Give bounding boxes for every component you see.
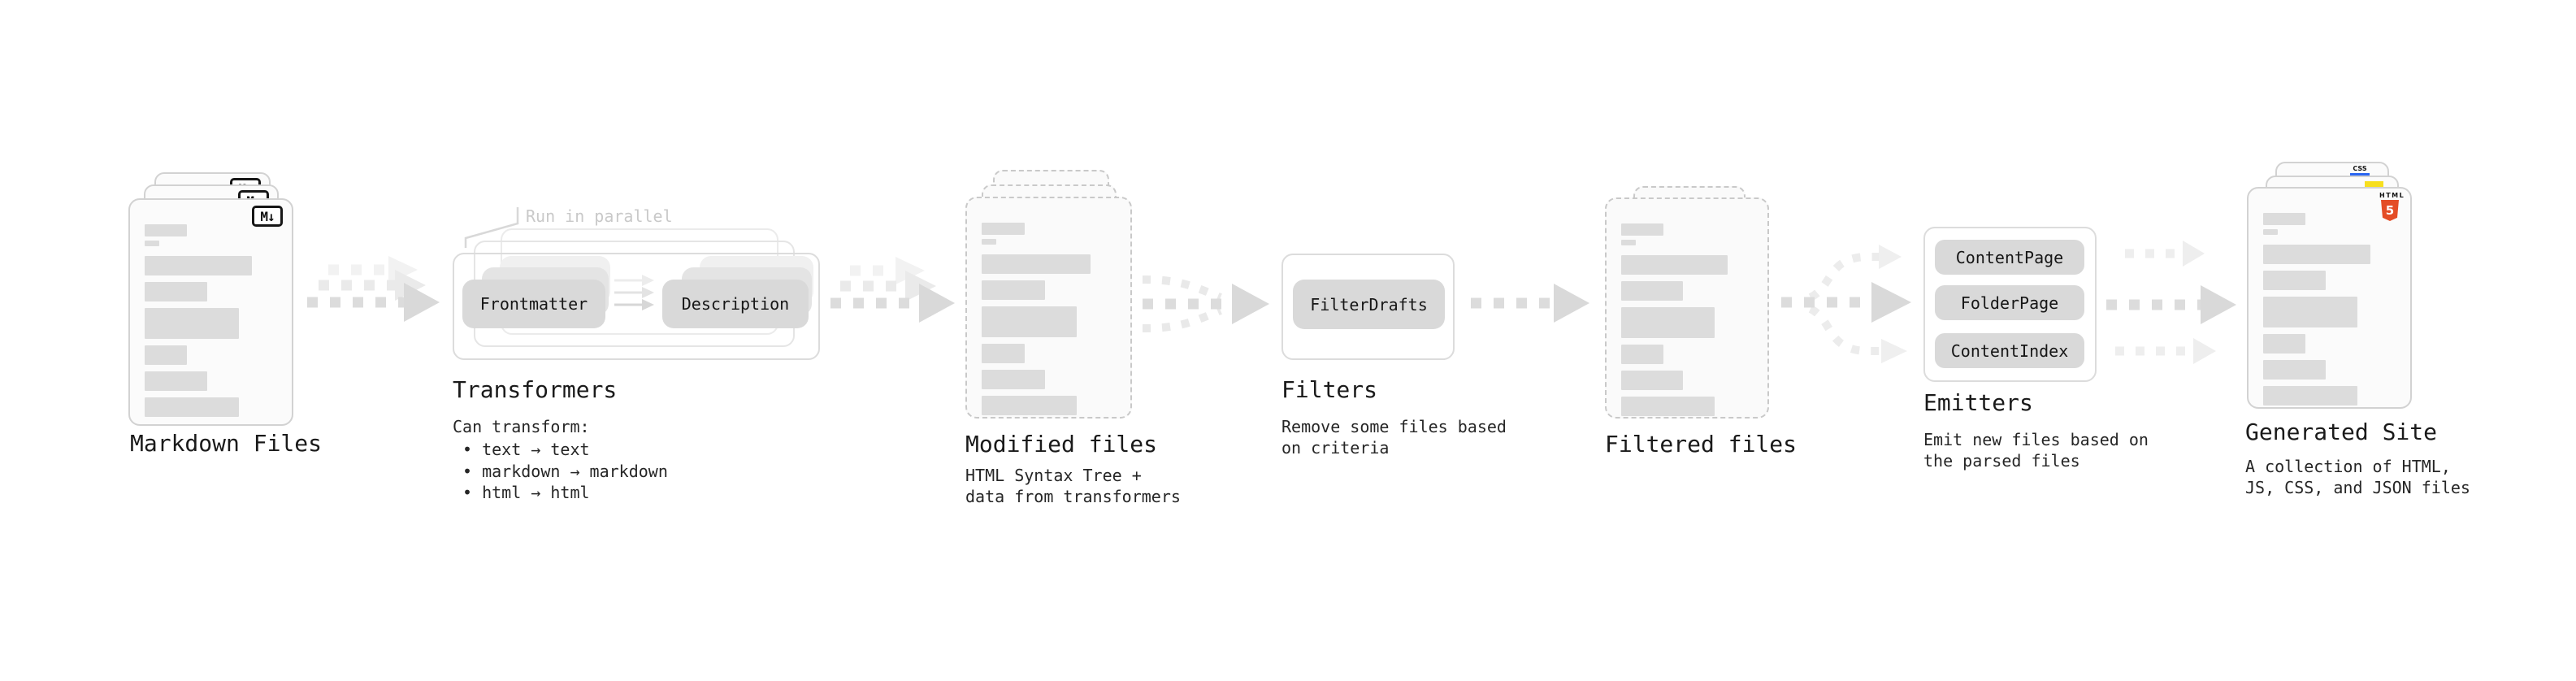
- emitters-box: ContentPage FolderPage ContentIndex: [1923, 227, 2097, 382]
- transformers-note-heading: Can transform:: [453, 417, 590, 436]
- js-icon: [2365, 181, 2383, 189]
- doc-text-skeleton: [2263, 213, 2396, 406]
- bullet-item: • markdown → markdown: [462, 461, 668, 481]
- html5-icon: HTML 5: [2379, 192, 2405, 221]
- generated-doc-card-front: HTML 5: [2247, 187, 2412, 409]
- description-pill: Description: [662, 280, 809, 328]
- css-icon: CSS: [2350, 166, 2370, 176]
- markdown-doc-card-front: M↓: [128, 198, 293, 426]
- contentindex-pill: ContentIndex: [1935, 333, 2084, 368]
- markdown-files-label: Markdown Files: [130, 430, 323, 457]
- run-in-parallel-annotation: Run in parallel: [526, 206, 673, 226]
- bullet-item: • text → text: [462, 440, 590, 459]
- modified-files-label: Modified files: [965, 431, 1158, 458]
- filterdrafts-pill: FilterDrafts: [1293, 280, 1445, 329]
- filtered-files-label: Filtered files: [1605, 431, 1798, 458]
- filters-box: [1281, 254, 1455, 360]
- arrow-filtered-to-emitters-split-icon: [1781, 245, 1911, 363]
- arrows-emitters-to-generated-icon: [2106, 241, 2236, 364]
- transformers-title: Transformers: [453, 376, 618, 403]
- modified-files-description: HTML Syntax Tree + data from transformer…: [965, 466, 1181, 506]
- generated-site-description: A collection of HTML, JS, CSS, and JSON …: [2245, 457, 2470, 497]
- filters-title: Filters: [1281, 376, 1378, 403]
- css-icon-text: CSS: [2353, 165, 2367, 172]
- arrow-markdown-to-transformers-icon: [307, 256, 440, 322]
- transformers-bullet-list: • text → text • markdown → markdown • ht…: [453, 439, 668, 504]
- doc-text-skeleton: [145, 224, 277, 417]
- contentpage-pill: ContentPage: [1935, 240, 2084, 275]
- arrow-transformers-to-modified-icon: [830, 257, 955, 323]
- generated-site-label: Generated Site: [2245, 419, 2438, 445]
- emitters-title: Emitters: [1923, 389, 2033, 416]
- modified-doc-card-front: [965, 197, 1132, 419]
- filters-description: Remove some files based on criteria: [1281, 417, 1507, 458]
- filtered-doc-card-front: [1605, 197, 1769, 419]
- arrow-filters-to-filtered-icon: [1471, 284, 1589, 323]
- arrow-modified-to-filters-merge-icon: [1142, 275, 1269, 332]
- doc-text-skeleton: [982, 223, 1116, 415]
- html5-shield: 5: [2381, 200, 2399, 221]
- transformer-box-front: [453, 253, 820, 360]
- html5-icon-text: HTML: [2379, 192, 2405, 199]
- frontmatter-pill: Frontmatter: [462, 280, 605, 328]
- markdown-icon: M↓: [252, 206, 283, 227]
- doc-text-skeleton: [1621, 223, 1753, 416]
- emitters-description: Emit new files based on the parsed files: [1923, 430, 2149, 471]
- folderpage-pill: FolderPage: [1935, 285, 2084, 320]
- bullet-item: • html → html: [462, 483, 590, 502]
